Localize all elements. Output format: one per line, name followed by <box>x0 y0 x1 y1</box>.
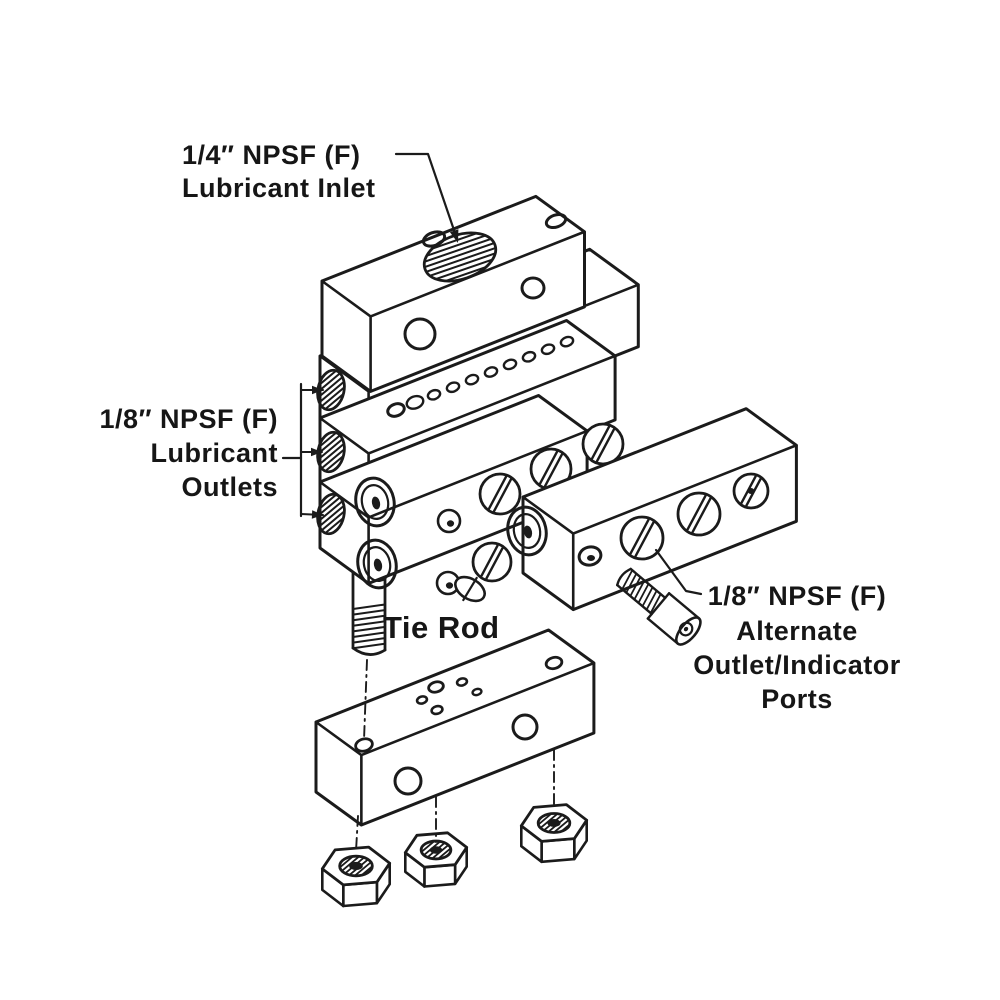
alternate-block-details <box>506 472 770 567</box>
cap-screw <box>616 567 702 646</box>
label-lubricant-outlets: 1/8″ NPSF (F) Lubricant Outlets <box>100 404 278 502</box>
valve-block-2-details <box>356 538 513 603</box>
alternate-label-line1: 1/8″ NPSF (F) <box>708 581 886 611</box>
center-lines <box>355 659 555 852</box>
hex-nut-2 <box>403 831 469 888</box>
valve-block-1-details <box>354 422 625 534</box>
inlet-leader-line <box>394 152 459 243</box>
alternate-leader-line <box>654 548 703 596</box>
end-plate <box>314 628 596 827</box>
indicator-holes-row <box>386 335 575 418</box>
valve-block-2 <box>318 394 589 585</box>
alternate-label-line2: Alternate <box>736 616 858 646</box>
hex-nut-3 <box>519 803 589 864</box>
alternate-label-line4: Ports <box>761 684 833 714</box>
label-lubricant-inlet: 1/4″ NPSF (F) Lubricant Inlet <box>182 140 376 203</box>
label-alternate-ports: 1/8″ NPSF (F) Alternate Outlet/Indicator… <box>693 581 901 714</box>
end-plate-details <box>354 655 564 796</box>
inlet-label-line1: 1/4″ NPSF (F) <box>182 140 360 170</box>
outlets-label-line3: Outlets <box>181 472 278 502</box>
alternate-label-line3: Outlet/Indicator <box>693 650 901 680</box>
outlets-bracket <box>281 382 324 519</box>
label-tie-rod: Tie Rod <box>383 610 500 645</box>
inlet-label-line2: Lubricant Inlet <box>182 173 376 203</box>
hex-nut-1 <box>320 845 392 908</box>
outlets-label-line1: 1/8″ NPSF (F) <box>100 404 278 434</box>
outlets-label-line2: Lubricant <box>150 438 278 468</box>
